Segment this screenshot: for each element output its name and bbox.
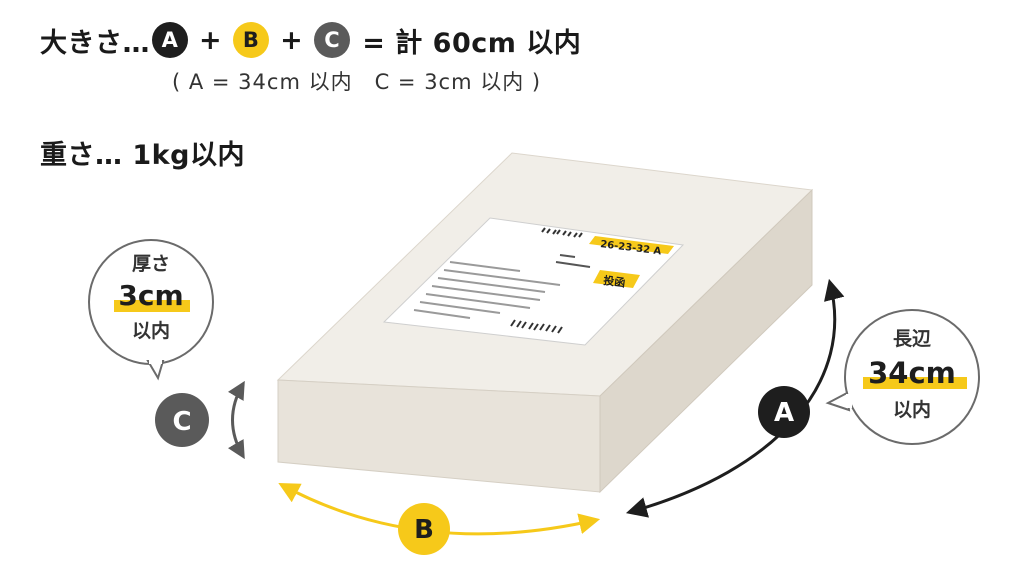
total-limit: = 計 60cm 以内: [362, 27, 582, 59]
marker-b-label: B: [414, 515, 434, 545]
length-bubble: 長辺 34cm 以内: [825, 309, 980, 445]
thickness-limit: 以内: [132, 319, 170, 342]
size-rule: 大きさ… A + B + C = 計 60cm 以内: [40, 20, 581, 60]
plus-sign: +: [280, 24, 304, 56]
marker-a-label: A: [774, 398, 794, 428]
posting-tag: 投函: [603, 273, 627, 290]
plus-sign: +: [199, 24, 223, 56]
package-box: 26-23-32 A 投函: [276, 152, 814, 494]
size-note: ( A = 34cm 以内 C = 3cm 以内 ): [172, 70, 542, 94]
length-title: 長辺: [893, 328, 931, 350]
arrow-c: [227, 380, 245, 460]
length-limit: 以内: [893, 398, 931, 421]
size-label: 大きさ…: [40, 27, 150, 59]
marker-b: [398, 503, 450, 555]
thickness-title: 厚さ: [132, 253, 170, 275]
thickness-value: 3cm: [118, 279, 183, 312]
thickness-bubble: 厚さ 3cm 以内: [88, 239, 214, 381]
marker-c: [155, 393, 209, 447]
weight-rule: 重さ… 1kg以内: [40, 140, 245, 171]
marker-c-label: C: [172, 407, 191, 437]
badge-c: C: [314, 22, 351, 58]
badge-b: B: [233, 22, 270, 58]
marker-a: [758, 386, 810, 438]
badge-a: A: [152, 22, 188, 58]
length-value: 34cm: [868, 356, 956, 390]
package-front-face: [277, 379, 601, 493]
shipping-label: 26-23-32 A 投函: [382, 217, 685, 346]
